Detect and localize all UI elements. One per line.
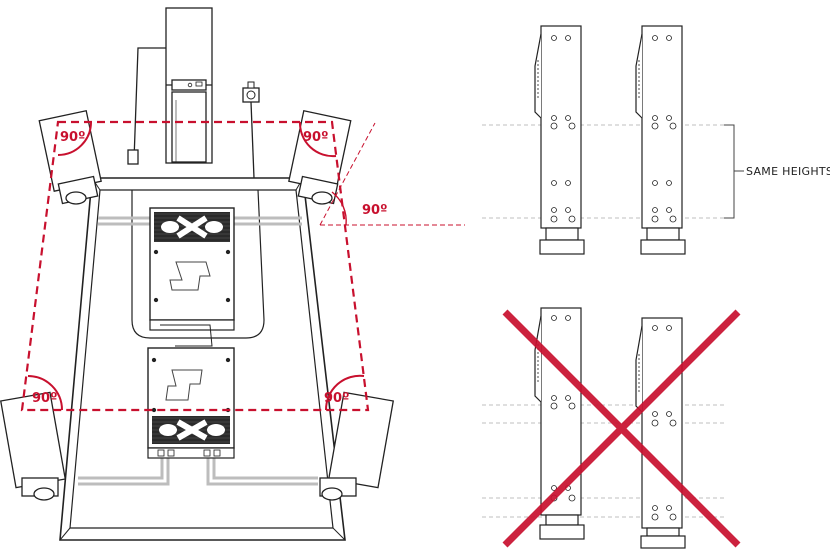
- leg-side-left-wrong: [534, 307, 585, 540]
- pedal-unit-lower: [147, 347, 235, 459]
- angle-label-top-right: 90º: [303, 130, 328, 145]
- logo-icon-lower: [165, 369, 203, 401]
- incorrect-heights-example: [482, 307, 741, 549]
- height-bracket: [724, 124, 744, 219]
- cross-mark-icon: [502, 309, 741, 548]
- leg-bottom-left: [0, 391, 67, 501]
- same-heights-label: SAME HEIGHTS: [746, 165, 830, 178]
- angle-label-top-left: 90º: [60, 130, 85, 145]
- leg-top-right: [288, 110, 352, 205]
- logo-icon: [169, 261, 211, 291]
- angle-label-floor: 90º: [362, 203, 387, 218]
- pedal-unit-upper: [149, 207, 235, 347]
- leg-side-right-wrong: [635, 317, 686, 549]
- tower-cable: [133, 47, 166, 161]
- angle-label-bottom-left: 90º: [32, 391, 57, 406]
- leg-bottom-right: [319, 391, 395, 501]
- usb-hub: [242, 81, 260, 179]
- leg-side-right: [635, 25, 686, 255]
- angle-label-bottom-right: 90º: [324, 391, 349, 406]
- alignment-guides: [20, 120, 465, 412]
- seat-tower: [165, 7, 213, 164]
- correct-heights-example: SAME HEIGHTS: [482, 25, 830, 255]
- rig-top-view: [0, 7, 395, 541]
- leg-top-left: [38, 110, 102, 205]
- cable-connector: [127, 149, 139, 165]
- base-plate: [131, 189, 265, 339]
- leg-side-left: [534, 25, 585, 255]
